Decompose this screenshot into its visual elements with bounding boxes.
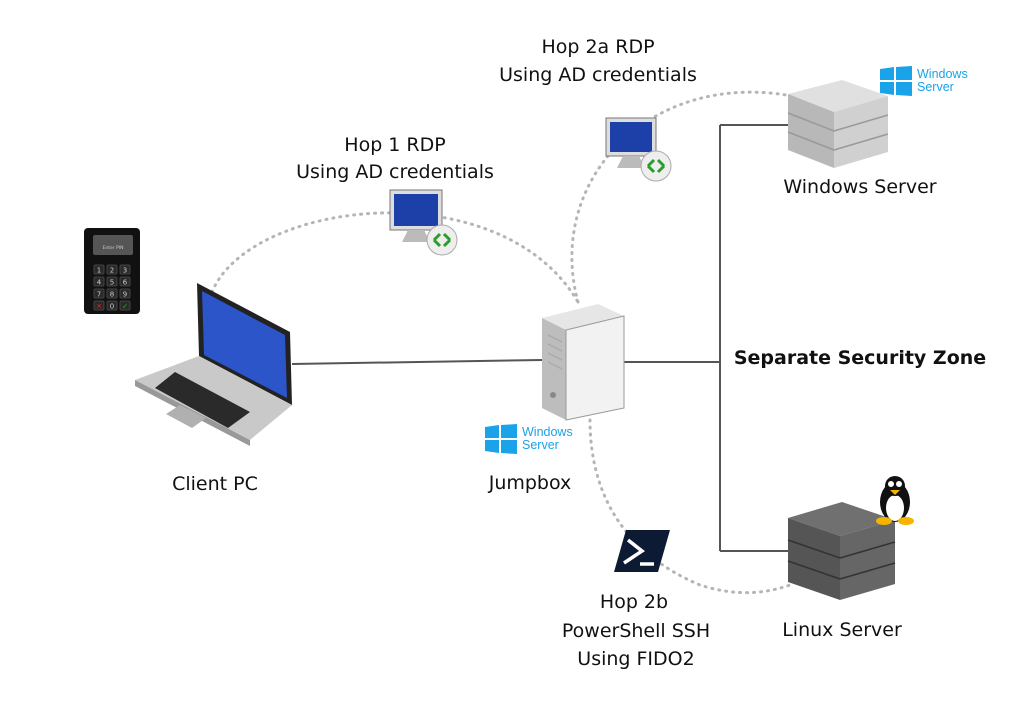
keypad-key xyxy=(106,300,118,311)
keypad-key xyxy=(93,288,105,299)
client-pc-label: Client PC xyxy=(172,473,258,495)
keypad-key xyxy=(106,276,118,287)
logo-text-windows: Windows xyxy=(917,67,968,81)
keypad-key xyxy=(119,264,131,275)
jumpbox-server-icon xyxy=(542,304,625,421)
keypad-key xyxy=(119,300,131,311)
keypad-key xyxy=(119,288,131,299)
rdp-icon-hop2a xyxy=(605,117,672,182)
link-client-jumpbox xyxy=(291,359,543,365)
windows-server-label: Windows Server xyxy=(783,176,937,198)
keypad-key-label: 6 xyxy=(123,279,128,287)
keypad-key-label: ✓ xyxy=(122,303,128,311)
windows-logo-icon xyxy=(485,424,517,454)
linux-server-icon xyxy=(787,502,896,600)
logo-text-server: Server xyxy=(522,438,559,452)
windows-logo-icon xyxy=(880,66,912,96)
keypad-key-label: 0 xyxy=(110,303,114,311)
keypad-key-label: 9 xyxy=(123,291,127,299)
hop1-path xyxy=(210,211,580,304)
keypad-key xyxy=(106,264,118,275)
keypad-key-label: 1 xyxy=(97,267,101,275)
keypad-key-label: 2 xyxy=(110,267,114,275)
linux-server-label: Linux Server xyxy=(782,619,902,641)
keypad-key xyxy=(93,264,105,275)
keypad-key-label: 4 xyxy=(97,279,102,287)
laptop-icon xyxy=(135,283,292,446)
keypad-key xyxy=(106,288,118,299)
powershell-icon xyxy=(614,530,670,572)
hop1-title: Hop 1 RDP xyxy=(344,134,446,156)
keypad-key xyxy=(93,276,105,287)
keypad-key xyxy=(119,276,131,287)
logo-text-windows: Windows xyxy=(522,425,573,439)
keypad-key-label: 5 xyxy=(110,279,114,287)
keypad-key-label: 7 xyxy=(97,291,101,299)
keypad-screen-text: Enter PIN xyxy=(103,245,124,251)
keypad-key-label: 3 xyxy=(123,267,127,275)
linux-tux-icon xyxy=(876,476,914,525)
keypad-key-label: 8 xyxy=(110,291,114,299)
hop2a-title: Hop 2a RDP xyxy=(541,36,655,58)
hop2b-subtitle: Using FIDO2 xyxy=(577,648,695,670)
hop2b-path xyxy=(588,418,792,595)
security-zone-label: Separate Security Zone xyxy=(733,347,987,369)
hop1-subtitle: Using AD credentials xyxy=(296,161,494,183)
hop2a-subtitle: Using AD credentials xyxy=(499,64,697,86)
hop2a-path xyxy=(570,90,794,304)
windows-server-icon xyxy=(787,80,889,168)
logo-text-server: Server xyxy=(917,80,954,94)
hop2b-protocol: PowerShell SSH xyxy=(561,620,711,642)
keypad-key xyxy=(93,300,105,311)
jumpbox-label: Jumpbox xyxy=(488,472,572,494)
rdp-icon-hop1 xyxy=(389,189,458,256)
keypad-key-label: ✕ xyxy=(96,303,102,311)
hop2b-title: Hop 2b xyxy=(599,591,669,613)
